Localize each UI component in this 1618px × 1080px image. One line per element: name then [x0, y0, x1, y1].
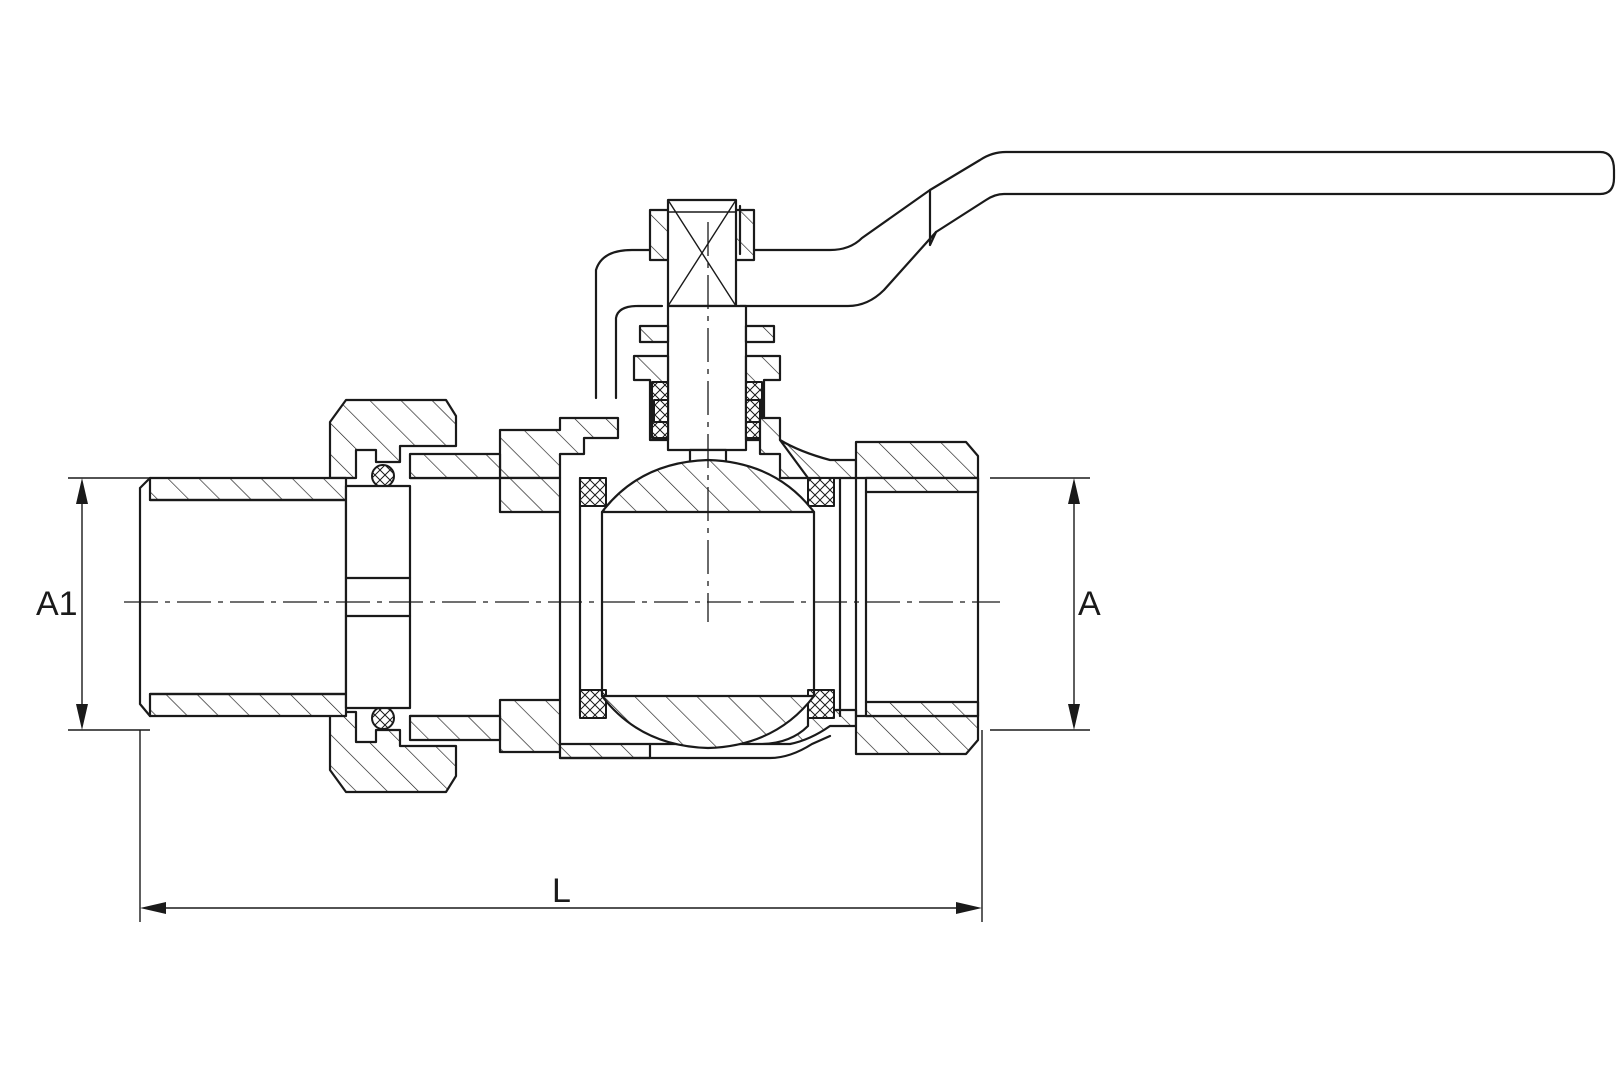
lever-handle [594, 150, 1616, 400]
body-bore [408, 452, 842, 742]
dimension-a1 [68, 477, 150, 731]
female-end [854, 440, 980, 756]
valve-body [498, 416, 858, 760]
ball-seats [579, 477, 835, 719]
stem-nut [648, 198, 756, 308]
label-a: A [1078, 585, 1101, 623]
center-lines [124, 222, 1000, 622]
label-a1: A1 [36, 585, 78, 623]
tailpiece-male [138, 476, 412, 718]
stem-packing [632, 354, 782, 442]
dimension-l [139, 730, 983, 922]
label-l: L [552, 872, 571, 910]
dimension-a [990, 477, 1090, 731]
ball [600, 458, 816, 750]
union-nut [328, 398, 458, 794]
